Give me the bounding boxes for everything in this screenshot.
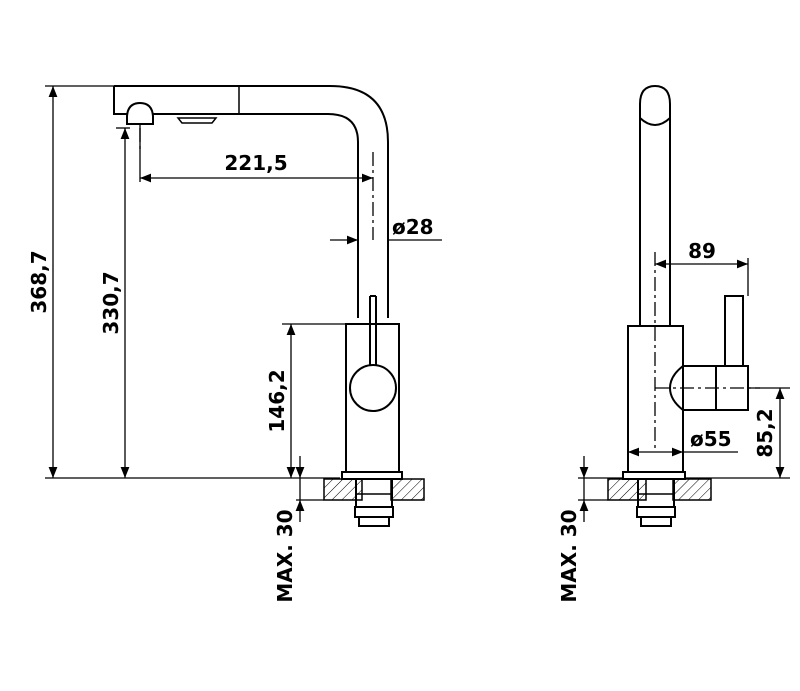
dim-spout-height: 330,7 xyxy=(99,127,130,478)
dim-max-thickness-right: MAX. 30 xyxy=(557,456,623,603)
dim-handle-offset: 89 xyxy=(655,239,749,296)
side-countertop-right xyxy=(672,478,712,501)
dim-body-diameter-label: ø55 xyxy=(690,427,732,451)
dim-max-thickness-left-label: MAX. 30 xyxy=(273,509,297,602)
side-view: 89 ø55 85,2 MAX. 30 xyxy=(557,84,790,603)
dim-max-thickness-left: MAX. 30 xyxy=(273,456,324,603)
front-countertop-right xyxy=(390,478,425,501)
dim-body-height-label: 146,2 xyxy=(265,369,289,432)
dim-max-thickness-right-label: MAX. 30 xyxy=(557,509,581,602)
dim-spout-height-label: 330,7 xyxy=(99,271,123,334)
dim-handle-height-label: 85,2 xyxy=(753,408,777,457)
dim-total-height-label: 368,7 xyxy=(27,250,51,313)
dim-spout-diameter-label: ø28 xyxy=(392,215,434,239)
front-faucet-outline xyxy=(113,85,425,527)
dim-body-height: 146,2 xyxy=(265,323,346,478)
dim-spout-reach: 221,5 xyxy=(139,124,373,183)
dim-body-diameter: ø55 xyxy=(627,427,738,472)
dim-spout-reach-label: 221,5 xyxy=(224,151,287,175)
dim-handle-height: 85,2 xyxy=(685,387,790,479)
front-countertop-left xyxy=(323,478,363,501)
front-handle-knob xyxy=(349,364,397,412)
side-faucet-outline xyxy=(607,84,760,527)
dim-handle-offset-label: 89 xyxy=(688,239,716,263)
dim-total-height: 368,7 xyxy=(27,85,340,479)
side-countertop-left xyxy=(607,478,647,501)
front-view: 368,7 330,7 221,5 ø28 146,2 xyxy=(27,85,442,603)
dim-spout-diameter: ø28 xyxy=(330,215,442,245)
